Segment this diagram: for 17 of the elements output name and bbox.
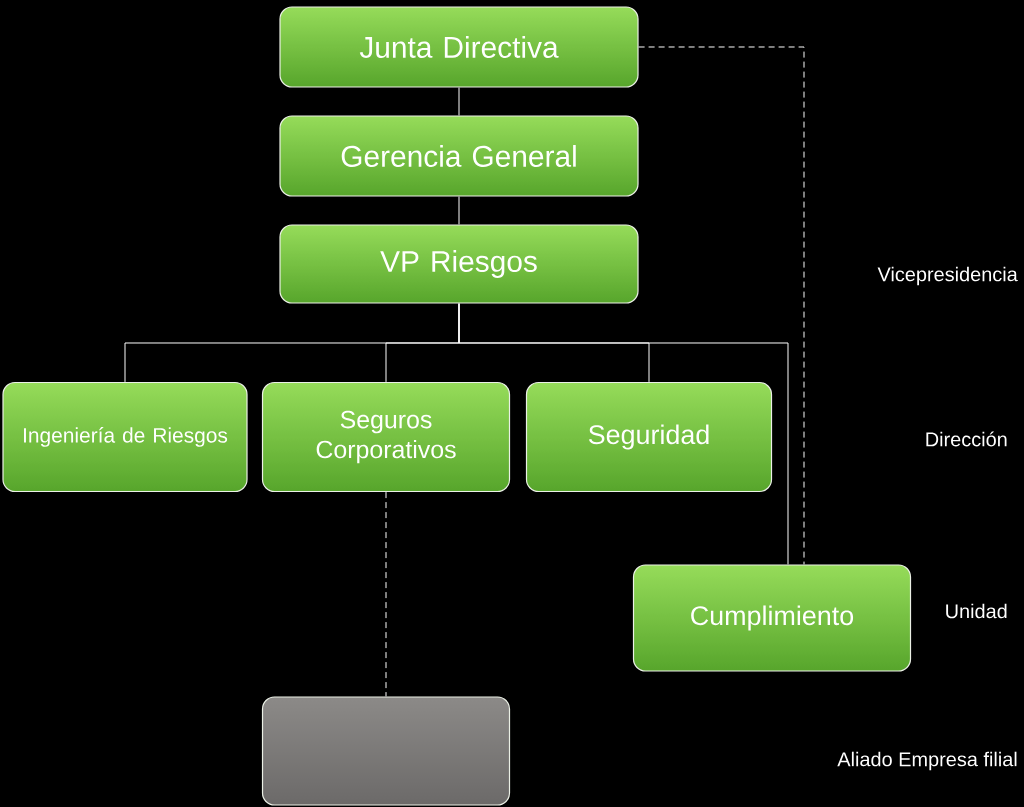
org-box: VP Riesgos [279, 224, 639, 304]
level-label: Aliado Empresa filial [837, 751, 1017, 771]
connector [458, 196, 460, 225]
org-box: Ingeniería de Riesgos [2, 381, 248, 493]
org-box [261, 696, 511, 806]
org-box: Cumplimiento [632, 564, 912, 672]
level-label: Dirección [926, 431, 1007, 447]
connector [385, 491, 387, 697]
level-label: Unidad [946, 603, 1007, 619]
level-label: Vicepresidencia [877, 266, 1018, 286]
org-box: Seguros Corporativos [261, 381, 511, 493]
connector [638, 46, 805, 565]
connector [458, 87, 460, 116]
org-box: Junta Directiva [279, 6, 639, 88]
org-box: Gerencia General [279, 115, 639, 197]
org-box: Seguridad [525, 381, 773, 493]
connector [458, 303, 789, 565]
